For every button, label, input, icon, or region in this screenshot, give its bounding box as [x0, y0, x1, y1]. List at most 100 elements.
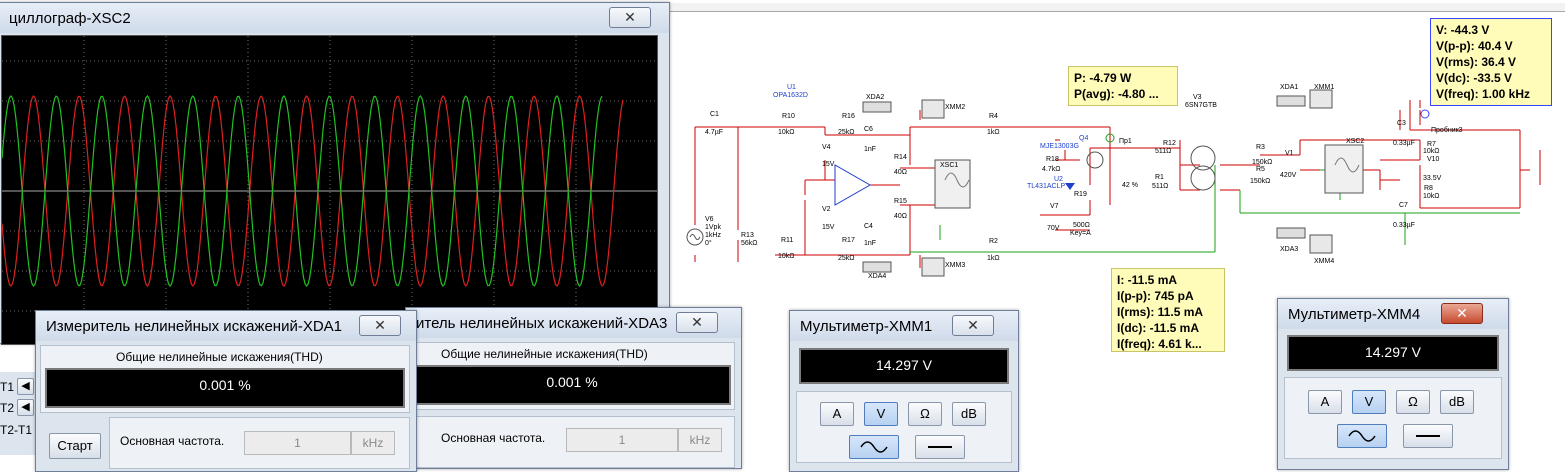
- t1-arrow-left-icon[interactable]: ◀: [17, 378, 34, 395]
- r3-value: 150kΩ: [1252, 159, 1273, 166]
- xmm4-voltmeter-button[interactable]: V: [1352, 390, 1386, 414]
- xmm1-dc-mode-button[interactable]: [915, 435, 965, 459]
- u1-model-label: OPA1632D: [773, 92, 808, 99]
- xmm4-decibel-button[interactable]: dB: [1440, 390, 1474, 414]
- v6-label: V6: [705, 216, 714, 223]
- current-probe-tooltip: I: -11.5 mA I(p-p): 745 pA I(rms): 11.5 …: [1111, 268, 1225, 352]
- v1-value: 420V: [1280, 172, 1297, 179]
- xda1-titlebar[interactable]: Измеритель нелинейных искажений-XDA1: [36, 311, 416, 341]
- ac-wave-icon: [1348, 429, 1376, 442]
- r18-label: R18: [1046, 156, 1059, 163]
- cursor-t1-label: T1: [0, 380, 15, 394]
- r7-value: 10kΩ: [1423, 148, 1440, 155]
- r4-value: 1kΩ: [987, 129, 1000, 136]
- xmm4-ac-mode-button[interactable]: [1337, 424, 1387, 448]
- xda1-close-button[interactable]: ✕: [359, 315, 401, 336]
- xda3-close-button[interactable]: ✕: [676, 312, 718, 333]
- probe-voltage-dc: V(dc): -33.5 V: [1436, 71, 1513, 85]
- xda3-frequency-panel: Основная частота. 1 kHz: [410, 416, 735, 468]
- v7-value: 70V: [1047, 225, 1060, 232]
- v4-value: 15V: [822, 161, 835, 168]
- xda3-label: XDA3: [1280, 246, 1299, 253]
- xda1-frequency-input[interactable]: 1: [244, 431, 351, 455]
- distortion-analyzer-xda1-window[interactable]: Измеритель нелинейных искажений-XDA1 ✕ О…: [35, 310, 417, 472]
- r2-label: R2: [989, 238, 998, 245]
- u2-model-label: TL431ACLP: [1027, 183, 1066, 190]
- xda3-thd-label: Общие нелинейные искажения(THD): [441, 347, 648, 361]
- xmm1-voltmeter-button[interactable]: V: [864, 402, 898, 426]
- r8-label: R8: [1424, 185, 1433, 192]
- xmm3-label: XMM3: [945, 262, 966, 269]
- xmm4-title: Мультиметр-XMM4: [1288, 306, 1421, 323]
- probe-voltage-rms: V(rms): 36.4 V: [1436, 55, 1517, 69]
- q4-model-label: MJE13003G: [1040, 143, 1079, 150]
- r19-percent: 42 %: [1122, 182, 1138, 189]
- oscilloscope-screen: [1, 35, 658, 345]
- xmm4-ohmmeter-button[interactable]: Ω: [1396, 390, 1430, 414]
- xmm4-reading-display: 14.297 V: [1287, 335, 1499, 371]
- v4-label: V4: [822, 144, 831, 151]
- top-ruler: [668, 3, 1565, 12]
- oscilloscope-title: циллограф-XSC2: [9, 10, 131, 27]
- xmm4-ammeter-button[interactable]: A: [1308, 390, 1342, 414]
- r11-value: 10kΩ: [778, 253, 795, 260]
- xda1-start-button[interactable]: Старт: [49, 433, 101, 459]
- pr1-label: Пр1: [1119, 138, 1132, 145]
- xda3-frequency-label: Основная частота.: [441, 431, 546, 445]
- r15-label: R15: [894, 198, 907, 205]
- c1-label: C1: [710, 111, 719, 118]
- r13-label: R13: [741, 232, 754, 239]
- v3-model-label: 6SN7GTB: [1185, 102, 1217, 109]
- oscilloscope-close-button[interactable]: ✕: [609, 7, 651, 28]
- multimeter-xmm4-window[interactable]: Мультиметр-XMM4 ✕ 14.297 V A V Ω dB: [1277, 298, 1509, 470]
- xmm4-close-button[interactable]: ✕: [1441, 303, 1483, 324]
- r10-value: 10kΩ: [778, 129, 795, 136]
- voltage-probe-tooltip[interactable]: V: -44.3 V V(p-p): 40.4 V V(rms): 36.4 V…: [1430, 18, 1552, 106]
- r16-label: R16: [842, 113, 855, 120]
- c1-value: 4.7µF: [705, 129, 724, 136]
- oscilloscope-titlebar[interactable]: циллограф-XSC2: [0, 3, 669, 33]
- oscilloscope-window[interactable]: циллограф-XSC2 ✕: [0, 2, 670, 345]
- xda3-frequency-unit[interactable]: kHz: [678, 428, 722, 452]
- xmm1-decibel-button[interactable]: dB: [952, 402, 986, 426]
- xda2-label: XDA2: [866, 94, 885, 101]
- xmm1-close-button[interactable]: ✕: [952, 315, 994, 336]
- probe-power-value: P: -4.79 W: [1074, 71, 1132, 85]
- c3-value: 0.33µF: [1393, 140, 1415, 147]
- ac-wave-icon: [860, 440, 888, 453]
- v2-value: 15V: [822, 224, 835, 231]
- r4-label: R4: [989, 113, 998, 120]
- probe-current-rms: I(rms): 11.5 mA: [1117, 305, 1204, 319]
- dc-line-icon: [1416, 434, 1440, 437]
- probe-current-value: I: -11.5 mA: [1117, 273, 1178, 287]
- r14-value: 40Ω: [894, 169, 908, 176]
- v10-value: 33.5V: [1423, 175, 1442, 182]
- xda3-title: итель нелинейных искажений-XDA3: [416, 315, 668, 332]
- r14-label: R14: [894, 154, 907, 161]
- xsc2-label: XSC2: [1346, 138, 1365, 145]
- v1-label: V1: [1285, 150, 1294, 157]
- xmm1-ac-mode-button[interactable]: [849, 435, 899, 459]
- xmm4-label: XMM4: [1314, 258, 1335, 265]
- r16-value: 25kΩ: [838, 129, 855, 136]
- probe3-label: Пробник3: [1431, 127, 1463, 134]
- probe-current-dc: I(dc): -11.5 mA: [1117, 321, 1200, 335]
- xda3-frequency-input[interactable]: 1: [566, 428, 678, 452]
- multimeter-xmm1-window[interactable]: Мультиметр-XMM1 ✕ 14.297 V A V Ω dB: [789, 310, 1019, 472]
- probe-voltage-value: V: -44.3 V: [1436, 23, 1490, 37]
- xmm1-ohmmeter-button[interactable]: Ω: [908, 402, 942, 426]
- v6-value2: 1kHz: [705, 232, 721, 239]
- t2-arrow-left-icon[interactable]: ◀: [17, 399, 34, 416]
- distortion-analyzer-xda3-window[interactable]: итель нелинейных искажений-XDA3 ✕ Общие …: [405, 307, 742, 469]
- r7-label: R7: [1427, 141, 1436, 148]
- xda1-frequency-unit[interactable]: kHz: [351, 431, 395, 455]
- xmm4-dc-mode-button[interactable]: [1403, 424, 1453, 448]
- c7-label: C7: [1399, 202, 1408, 209]
- power-probe-tooltip: P: -4.79 W P(avg): -4.80 ...: [1068, 66, 1178, 106]
- xmm1-ammeter-button[interactable]: A: [820, 402, 854, 426]
- probe-voltage-freq: V(freq): 1.00 kHz: [1436, 87, 1531, 101]
- probe-voltage-pp: V(p-p): 40.4 V: [1436, 39, 1513, 53]
- schematic-wires: [686, 89, 1541, 277]
- c6-value: 1nF: [864, 146, 877, 153]
- xmm1-title: Мультиметр-XMM1: [800, 318, 933, 335]
